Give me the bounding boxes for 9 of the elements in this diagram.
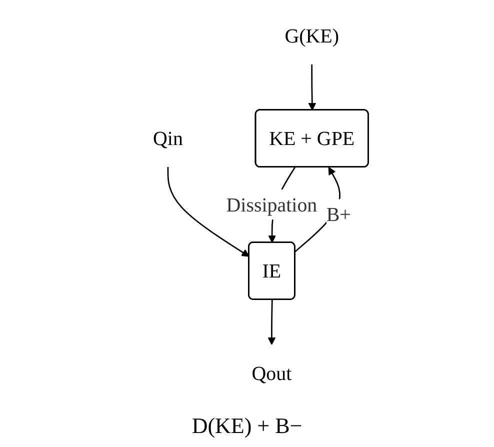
arrow [308, 64, 316, 111]
note-text: D(KE) + B− [192, 413, 302, 439]
edge-label: B+ [326, 202, 351, 226]
node-text: G(KE) [284, 24, 339, 48]
arrow [167, 166, 250, 257]
edge-label: Dissipation [226, 193, 318, 216]
arrow [268, 300, 276, 345]
node-text: Qout [252, 362, 292, 385]
node-text: Qin [153, 126, 183, 150]
